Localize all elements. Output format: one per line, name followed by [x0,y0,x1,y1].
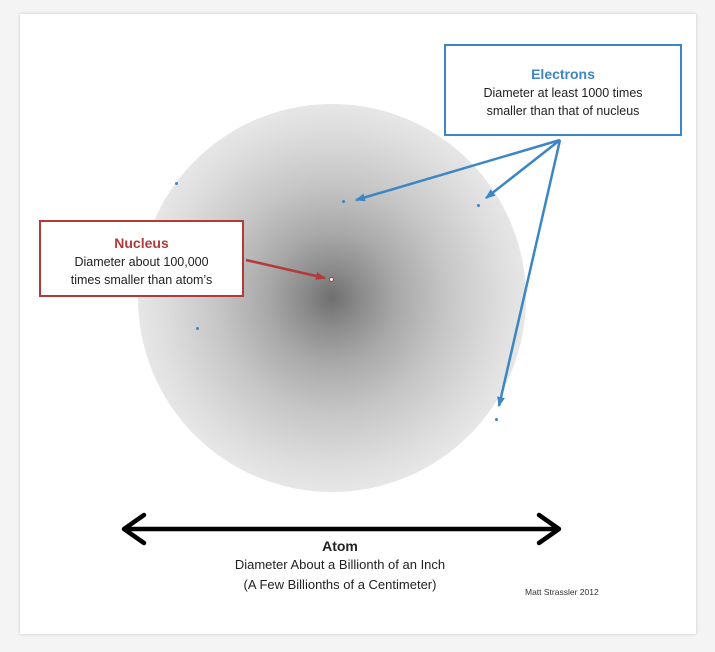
electrons-description-line: Diameter at least 1000 times [483,86,643,100]
nucleus-dot [329,277,334,282]
diagram-arrows [121,138,562,546]
electron-pointer-arrow [485,139,561,199]
electrons-description-line: smaller than that of nucleus [486,104,640,118]
electron-dot [495,418,498,421]
nucleus-description-line: Diameter about 100,000 [74,255,209,269]
atom-diagram: Electrons Diameter at least 1000 times s… [20,14,696,634]
electron-dot [342,200,345,203]
electrons-callout-box: Electrons Diameter at least 1000 times s… [444,44,682,136]
electron-pointer-arrow [355,138,561,202]
nucleus-title: Nucleus [114,235,169,251]
electron-dot [477,204,480,207]
author-credit: Matt Strassler 2012 [525,587,599,597]
atom-diameter-arrow [121,512,562,546]
electron-dot [196,327,199,330]
electron-pointer-arrow [497,139,562,407]
atom-diameter-text: Diameter About a Billionth of an Inch [234,557,446,572]
atom-caption: Atom Diameter About a Billionth of an In… [130,537,550,595]
nucleus-callout-box: Nucleus Diameter about 100,000 times sma… [39,220,244,297]
electron-dot [175,182,178,185]
nucleus-pointer-arrow [245,258,326,280]
atom-title: Atom [322,538,358,554]
atom-diameter-text: (A Few Billionths of a Centimeter) [243,577,437,592]
nucleus-description-line: times smaller than atom’s [70,273,213,287]
electrons-title: Electrons [531,66,595,82]
